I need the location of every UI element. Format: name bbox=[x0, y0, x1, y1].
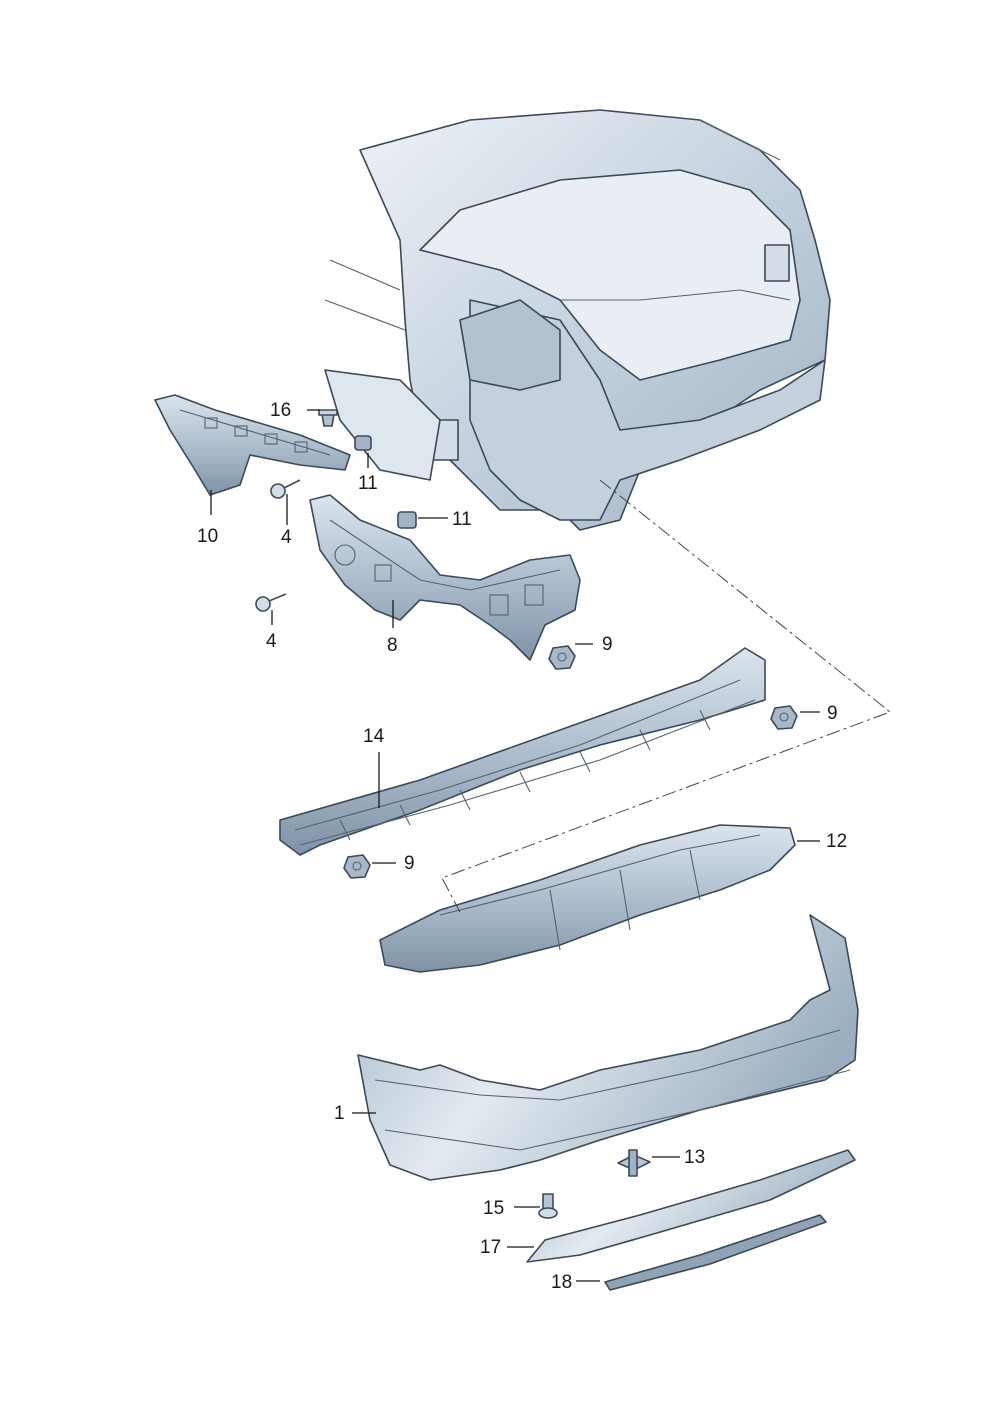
callout-8: 8 bbox=[387, 635, 398, 656]
callout-11-upper: 11 bbox=[358, 473, 378, 494]
callout-18: 18 bbox=[551, 1272, 572, 1293]
part-9-nut-c bbox=[343, 854, 371, 879]
part-11-nut-upper bbox=[354, 435, 372, 451]
body-tab-right bbox=[764, 244, 790, 282]
part-4-screw-upper bbox=[270, 479, 301, 499]
part-12-absorber bbox=[379, 824, 796, 973]
callout-13: 13 bbox=[684, 1147, 705, 1168]
part-1-bumper-cover bbox=[357, 914, 859, 1181]
callout-15: 15 bbox=[483, 1198, 504, 1219]
light-recess bbox=[459, 299, 561, 391]
callout-9-lower: 9 bbox=[404, 853, 415, 874]
callout-9-upper: 9 bbox=[602, 634, 613, 655]
callout-9-middle: 9 bbox=[827, 703, 838, 724]
body-side-line-2 bbox=[324, 299, 406, 331]
part-16-clip bbox=[318, 409, 338, 427]
part-17-trim bbox=[526, 1149, 856, 1263]
car-body-rear bbox=[324, 109, 831, 531]
callout-1: 1 bbox=[334, 1103, 345, 1124]
body-left-wall bbox=[324, 369, 441, 481]
part-13-clip bbox=[617, 1149, 651, 1177]
part-8-bracket bbox=[309, 494, 581, 661]
callout-16: 16 bbox=[270, 400, 291, 421]
part-15-screw bbox=[538, 1193, 558, 1219]
body-side-line bbox=[329, 259, 401, 291]
assembly-line bbox=[441, 479, 892, 913]
callout-labels: 16 11 10 4 11 4 8 9 9 14 9 12 1 13 15 17… bbox=[197, 400, 847, 1293]
callout-4-lower: 4 bbox=[266, 631, 277, 652]
part-14-carrier bbox=[279, 647, 766, 856]
part-11-nut-lower bbox=[397, 511, 417, 529]
callout-4-upper: 4 bbox=[281, 527, 292, 548]
trunk-floor bbox=[560, 289, 791, 301]
part-9-nut-b bbox=[770, 705, 798, 730]
callout-14: 14 bbox=[363, 726, 385, 747]
callout-12: 12 bbox=[826, 831, 847, 852]
part-9-nut-a bbox=[548, 645, 576, 670]
callout-17: 17 bbox=[480, 1237, 501, 1258]
callout-10: 10 bbox=[197, 526, 218, 547]
part-10-bracket bbox=[154, 394, 351, 496]
trunk-opening bbox=[419, 169, 801, 381]
leader-lines bbox=[210, 409, 820, 1282]
part-18-strip bbox=[604, 1214, 827, 1291]
callout-11-lower: 11 bbox=[452, 509, 472, 530]
roof-line bbox=[699, 119, 781, 161]
part-4-screw-lower bbox=[255, 593, 287, 612]
